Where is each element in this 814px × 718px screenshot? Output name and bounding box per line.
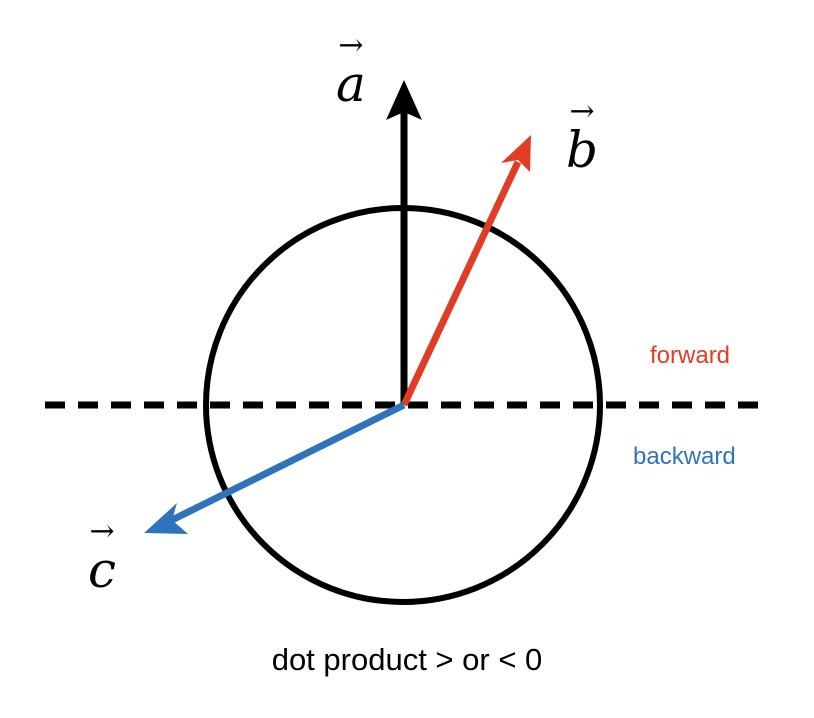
vector-a-label: → a bbox=[336, 28, 366, 113]
vector-c-letter: c bbox=[88, 541, 117, 599]
arrow-accent: → bbox=[338, 28, 364, 63]
arrow-accent: → bbox=[89, 514, 115, 549]
vector-c-arrow bbox=[144, 401, 406, 534]
vector-b-letter: b bbox=[566, 121, 599, 179]
vector-b-arrow bbox=[400, 135, 531, 407]
backward-label: backward bbox=[633, 443, 736, 470]
vector-a-letter: a bbox=[336, 55, 366, 113]
forward-label: forward bbox=[650, 342, 731, 369]
vector-b-label: → b bbox=[566, 94, 599, 179]
caption: dot product > or < 0 bbox=[271, 642, 543, 677]
vector-a-arrow bbox=[386, 80, 422, 405]
vector-c-label: → c bbox=[88, 514, 117, 599]
arrow-accent: → bbox=[569, 94, 595, 129]
